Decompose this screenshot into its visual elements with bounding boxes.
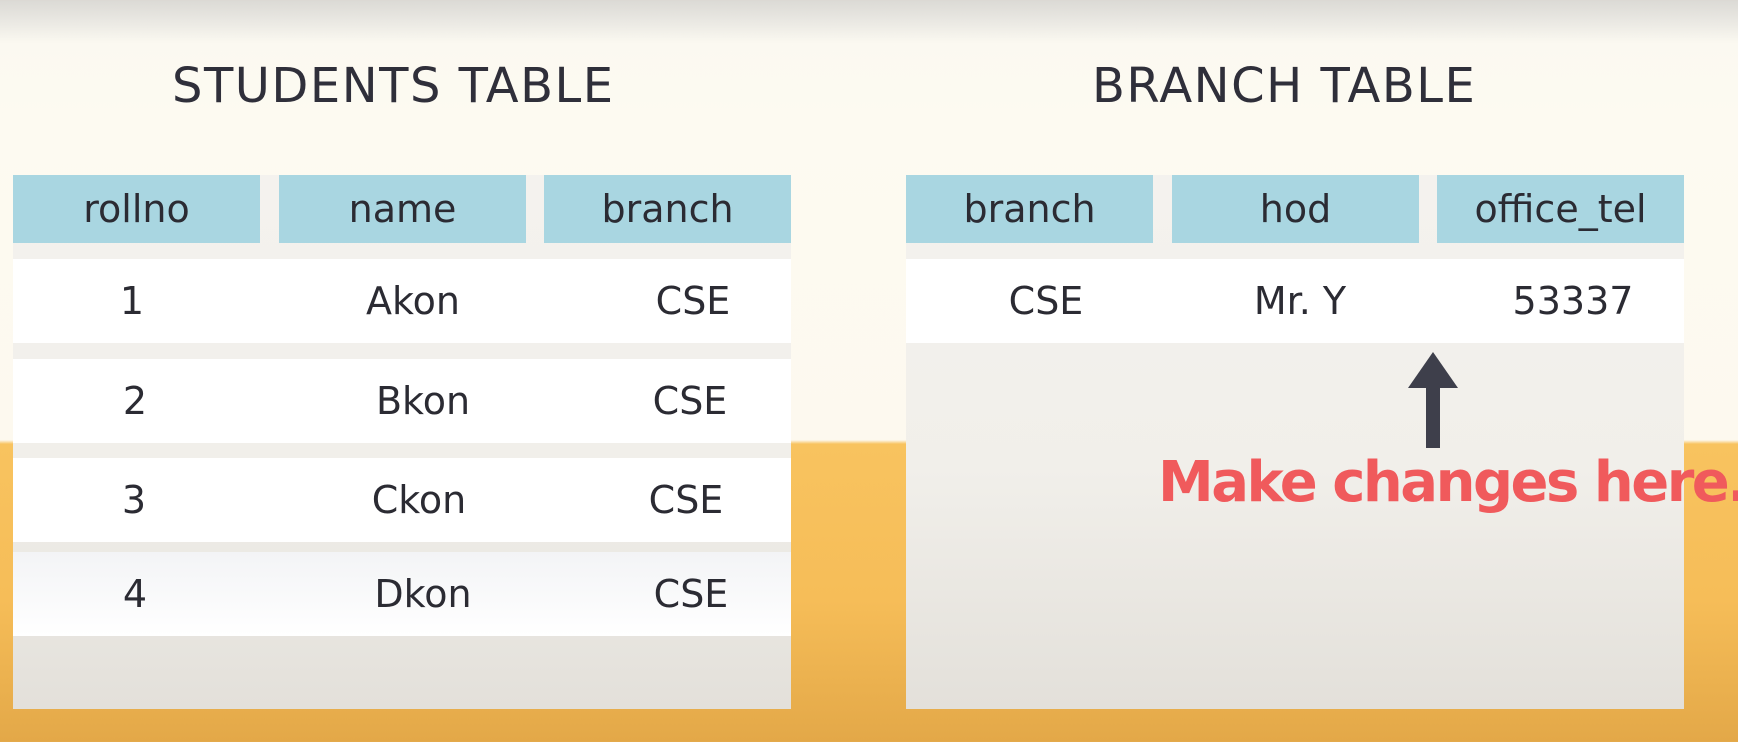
students-cell-branch: CSE	[648, 478, 724, 522]
students-cell-branch: CSE	[652, 379, 728, 423]
students-table: rollno name branch 1 Akon CSE 2 Bkon CSE…	[13, 175, 791, 709]
students-header-name: name	[279, 175, 526, 243]
table-row: CSE Mr. Y 53337	[906, 259, 1684, 343]
table-row: 4 Dkon CSE	[13, 552, 791, 636]
branch-table-background	[906, 175, 1684, 709]
top-shadow	[0, 0, 1738, 44]
students-cell-rollno: 3	[121, 478, 147, 522]
branch-table-title: BRANCH TABLE	[1092, 58, 1477, 114]
students-table-title: STUDENTS TABLE	[172, 58, 615, 114]
arrow-up-icon	[1408, 352, 1458, 448]
students-cell-name: Akon	[366, 279, 460, 323]
branch-cell-branch: CSE	[1008, 279, 1084, 323]
branch-header-branch: branch	[906, 175, 1153, 243]
students-cell-branch: CSE	[653, 572, 729, 616]
students-cell-name: Bkon	[375, 379, 471, 423]
students-header-rollno: rollno	[13, 175, 260, 243]
students-cell-rollno: 2	[122, 379, 148, 423]
annotation-text: Make changes here.	[1158, 450, 1738, 515]
students-cell-rollno: 1	[119, 279, 145, 323]
table-row: 2 Bkon CSE	[13, 359, 791, 443]
table-row: 3 Ckon CSE	[13, 458, 791, 542]
students-cell-name: Ckon	[371, 478, 467, 522]
branch-header-hod: hod	[1172, 175, 1419, 243]
students-cell-name: Dkon	[374, 572, 472, 616]
branch-header-office-tel: office_tel	[1437, 175, 1684, 243]
table-row: 1 Akon CSE	[13, 259, 791, 343]
students-cell-branch: CSE	[655, 279, 731, 323]
branch-cell-hod: Mr. Y	[1253, 279, 1347, 323]
branch-cell-office-tel: 53337	[1512, 279, 1634, 323]
branch-table: branch hod office_tel CSE Mr. Y 53337	[906, 175, 1684, 709]
students-header-branch: branch	[544, 175, 791, 243]
students-cell-rollno: 4	[122, 572, 148, 616]
